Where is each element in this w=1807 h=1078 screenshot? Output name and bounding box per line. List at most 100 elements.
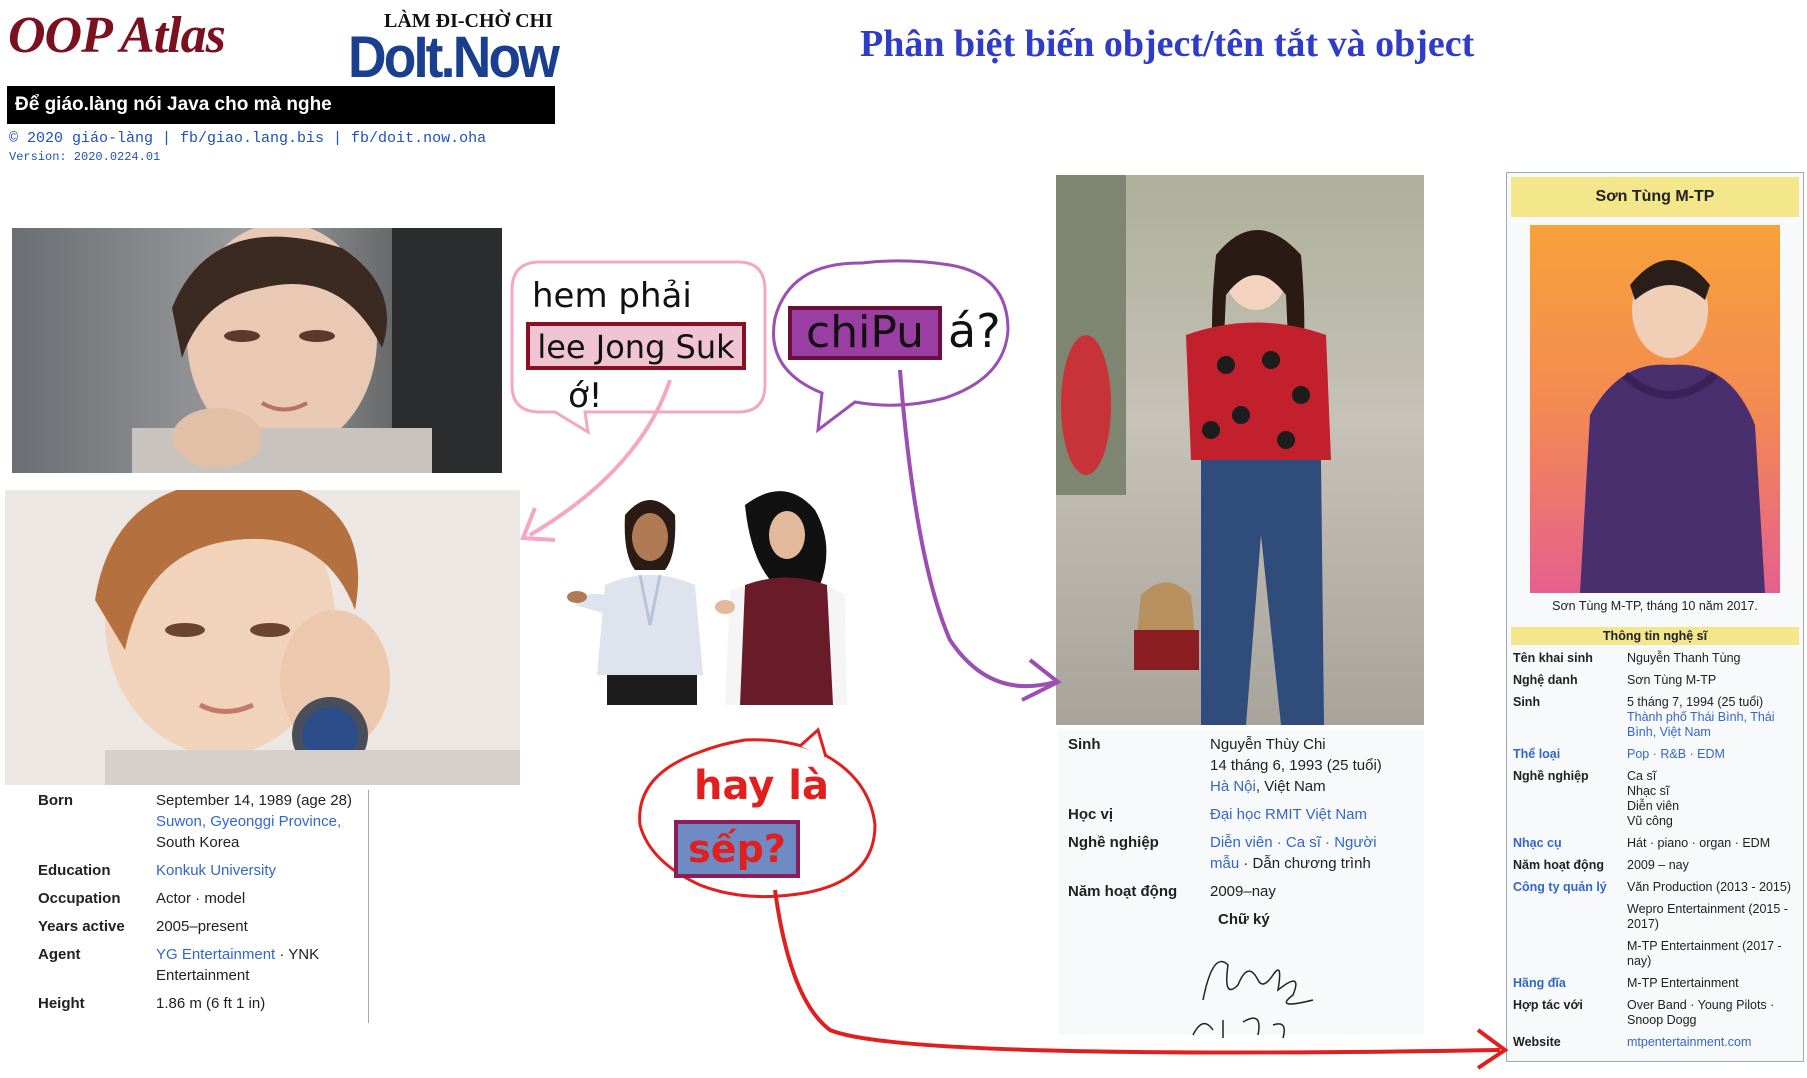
mtp-row: Sinh 5 tháng 7, 1994 (25 tuổi)Thành phố T… <box>1507 695 1803 740</box>
mtp-infobox: Sơn Tùng M-TP Sơn Tùng M-TP, tháng 10 nă… <box>1506 172 1804 1062</box>
education-label: Education <box>38 862 111 879</box>
chipu-career-label: Nghề nghiệp <box>1068 834 1159 851</box>
mtp-photo <box>1530 225 1780 593</box>
mtp-row: Hãng đĩa M-TP Entertainment <box>1507 976 1803 991</box>
two-women-illustration <box>565 475 865 735</box>
red-bubble-name-box: sếp? <box>674 820 800 878</box>
pink-arrow <box>528 379 672 537</box>
chipu-career-model-link[interactable]: mẫu <box>1210 855 1240 872</box>
lee-years-row: Years active 2005–present <box>38 916 368 937</box>
years-active-value: 2005–present <box>156 918 248 935</box>
mtp-row-value: Nguyễn Thanh Tùng <box>1627 651 1803 666</box>
chipu-infobox: Sinh Nguyễn Thùy Chi 14 tháng 6, 1993 (2… <box>1058 730 1424 1039</box>
mtp-title: Sơn Tùng M-TP <box>1511 177 1799 217</box>
mtp-value-line: Over Band · Young Pilots · <box>1627 998 1775 1012</box>
mtp-value-line: Snoop Dogg <box>1627 1013 1697 1027</box>
brand-slogan: LÀM ĐI-CHỜ CHI <box>384 10 553 32</box>
lee-height-row: Height 1.86 m (6 ft 1 in) <box>38 993 368 1014</box>
lee-photo-1 <box>12 228 502 473</box>
mtp-value-line: nay) <box>1627 954 1652 968</box>
purple-arrow <box>898 369 1056 689</box>
mtp-value-link[interactable]: Pop · R&B · EDM <box>1627 747 1725 761</box>
mtp-value-line: 2017) <box>1627 917 1659 931</box>
mtp-row-label[interactable]: Thể loại <box>1513 747 1561 761</box>
mtp-value-line: Sơn Tùng M-TP <box>1627 673 1717 687</box>
mtp-row: Công ty quản lý Văn Production (2013 - 20… <box>1507 880 1803 895</box>
born-date: September 14, 1989 (age 28) <box>156 792 352 809</box>
mtp-value-line: Hát · piano · organ · EDM <box>1627 836 1771 850</box>
mtp-row: Năm hoạt động 2009 – nay <box>1507 858 1803 873</box>
born-place-link[interactable]: Suwon, Gyeonggi Province, <box>156 813 342 830</box>
mtp-row: Thể loại Pop · R&B · EDM <box>1507 747 1803 762</box>
mtp-row-label[interactable]: Hãng đĩa <box>1513 976 1566 990</box>
lee-agent-row: Agent YG Entertainment · YNK Entertainme… <box>38 944 368 986</box>
purple-bubble-suffix: á? <box>948 304 1001 358</box>
mtp-value-line: Nguyễn Thanh Tùng <box>1627 651 1741 665</box>
mtp-row-label: Sinh <box>1513 695 1541 709</box>
mtp-value-link[interactable]: mtpentertainment.com <box>1627 1035 1752 1049</box>
chipu-photo <box>1056 175 1424 725</box>
pink-bubble-line1: hem phải <box>532 276 692 316</box>
oop-atlas-logo: OOP Atlas <box>8 7 226 64</box>
mtp-row-label: Năm hoạt động <box>1513 858 1604 872</box>
page-title: Phân biệt biến object/tên tắt và object <box>860 23 1475 65</box>
mtp-row-value: Hát · piano · organ · EDM <box>1627 836 1803 851</box>
mtp-value-line: Văn Production (2013 - 2015) <box>1627 880 1791 894</box>
mtp-value-line: Wepro Entertainment (2015 - <box>1627 902 1788 916</box>
pink-bubble-line3: ớ! <box>568 376 603 416</box>
occupation-label: Occupation <box>38 890 121 907</box>
mtp-row: Nghệ danh Sơn Tùng M-TP <box>1507 673 1803 688</box>
chipu-degree-link[interactable]: Đại học RMIT Việt Nam <box>1210 806 1367 823</box>
height-value: 1.86 m (6 ft 1 in) <box>156 995 266 1012</box>
lee-education-row: Education Konkuk University <box>38 860 368 881</box>
chipu-signature-label: Chữ ký <box>1218 911 1270 928</box>
mtp-value-line: 5 tháng 7, 1994 (25 tuổi) <box>1627 695 1764 709</box>
mtp-row-label: Website <box>1513 1035 1561 1049</box>
mtp-row-label[interactable]: Nhạc cụ <box>1513 836 1562 850</box>
born-country: South Korea <box>156 834 240 851</box>
mtp-value-line: Ca sĩ <box>1627 769 1657 783</box>
mtp-value-line: Nhạc sĩ <box>1627 784 1670 798</box>
chipu-degree-label: Học vị <box>1068 806 1114 823</box>
mtp-row-value: Wepro Entertainment (2015 -2017) <box>1627 902 1803 932</box>
mtp-row-value: mtpentertainment.com <box>1627 1035 1803 1050</box>
mtp-value-line: Diễn viên <box>1627 799 1680 813</box>
chipu-birth-date: 14 tháng 6, 1993 (25 tuổi) <box>1210 757 1382 774</box>
mtp-row-value: Sơn Tùng M-TP <box>1627 673 1803 688</box>
mtp-value-link[interactable]: Bình, Việt Nam <box>1627 725 1711 739</box>
agent-value: · YNK <box>275 946 320 963</box>
mtp-row-label: Hợp tác với <box>1513 998 1583 1012</box>
mtp-row: Nhạc cụ Hát · piano · organ · EDM <box>1507 836 1803 851</box>
lee-photo-2 <box>5 490 520 785</box>
mtp-row-label[interactable]: Công ty quản lý <box>1513 880 1607 894</box>
mtp-value-line: M-TP Entertainment <box>1627 976 1739 990</box>
doit-now-logo: DoIt.Now <box>348 25 560 90</box>
mtp-row-value: Over Band · Young Pilots ·Snoop Dogg <box>1627 998 1803 1028</box>
agent-link[interactable]: YG Entertainment <box>156 946 276 963</box>
education-link[interactable]: Konkuk University <box>156 862 277 879</box>
mtp-row-value: 2009 – nay <box>1627 858 1803 873</box>
mtp-value-line: M-TP Entertainment (2017 - <box>1627 939 1782 953</box>
chipu-birth-place-link[interactable]: Hà Nội <box>1210 778 1256 795</box>
chipu-signature <box>1192 960 1314 1039</box>
chipu-years-value: 2009–nay <box>1210 883 1276 900</box>
chipu-career-links[interactable]: Diễn viên · Ca sĩ · Người <box>1210 834 1377 851</box>
agent-label: Agent <box>38 946 81 963</box>
red-bubble-line1: hay là <box>694 763 829 809</box>
mtp-row-value: 5 tháng 7, 1994 (25 tuổi)Thành phố Thái … <box>1627 695 1803 740</box>
mtp-row-label: Nghệ danh <box>1513 673 1578 687</box>
mtp-value-line: Vũ công <box>1627 814 1673 828</box>
chipu-degree-row: Học vị Đại học RMIT Việt Nam <box>1068 804 1424 825</box>
mtp-value-link[interactable]: Thành phố Thái Bình, Thái <box>1627 710 1775 724</box>
lee-occupation-row: Occupation Actor · model <box>38 888 368 909</box>
chipu-years-row: Năm hoạt động 2009–nay <box>1068 881 1424 902</box>
occupation-value: Actor · model <box>156 890 246 907</box>
chipu-years-label: Năm hoạt động <box>1068 883 1178 900</box>
mtp-row-value: M-TP Entertainment <box>1627 976 1803 991</box>
mtp-row-value: Pop · R&B · EDM <box>1627 747 1803 762</box>
copyright-line: © 2020 giáo-làng | fb/giao.lang.bis | fb… <box>9 130 487 147</box>
